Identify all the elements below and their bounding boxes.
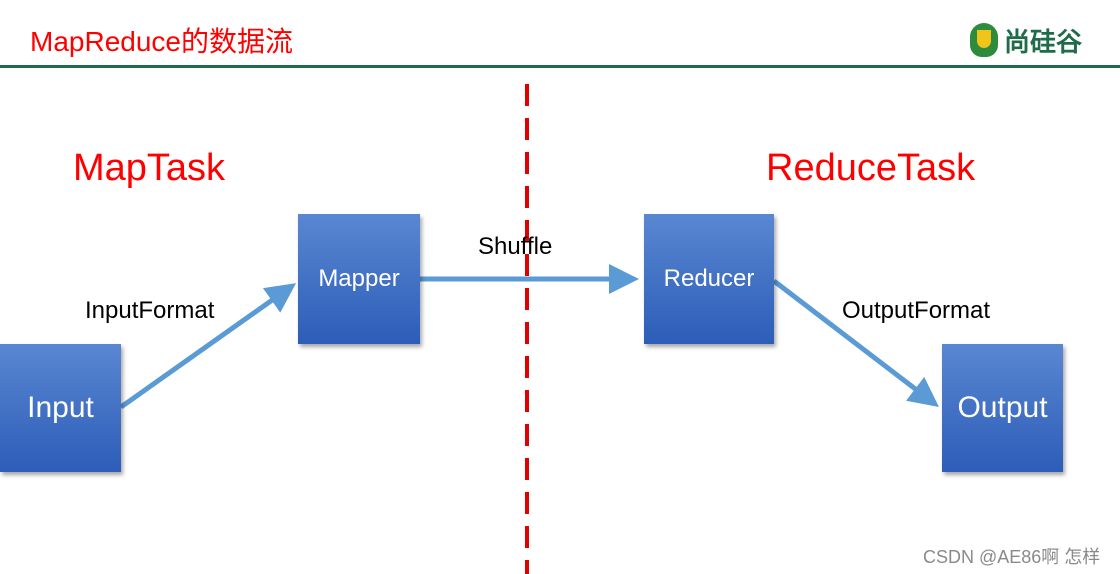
outputformat-label: OutputFormat bbox=[842, 297, 991, 324]
input-node-label: Input bbox=[27, 391, 94, 424]
mapper-node-label: Mapper bbox=[318, 265, 400, 292]
input-node: Input bbox=[0, 344, 121, 472]
slide-title: MapReduce的数据流 bbox=[30, 26, 293, 57]
logo-text: 尚硅谷 bbox=[1004, 26, 1083, 57]
reducer-node-label: Reducer bbox=[663, 265, 755, 292]
brand-logo: 尚硅谷 bbox=[970, 22, 1082, 58]
maptask-label: MapTask bbox=[73, 147, 226, 189]
output-node: Output bbox=[942, 344, 1063, 472]
reducetask-label: ReduceTask bbox=[766, 147, 976, 189]
output-node-label: Output bbox=[957, 391, 1048, 424]
header-rule bbox=[0, 65, 1120, 68]
reducer-node: Reducer bbox=[644, 214, 774, 344]
arrow-reducer-to-output bbox=[772, 279, 939, 408]
shuffle-label: Shuffle bbox=[478, 233, 553, 260]
mapper-node: Mapper bbox=[298, 214, 420, 344]
logo-icon bbox=[970, 23, 998, 57]
arrow-input-to-mapper bbox=[119, 283, 297, 410]
inputformat-label: InputFormat bbox=[85, 297, 215, 324]
watermark: CSDN @AE86啊 怎样 bbox=[923, 547, 1101, 567]
